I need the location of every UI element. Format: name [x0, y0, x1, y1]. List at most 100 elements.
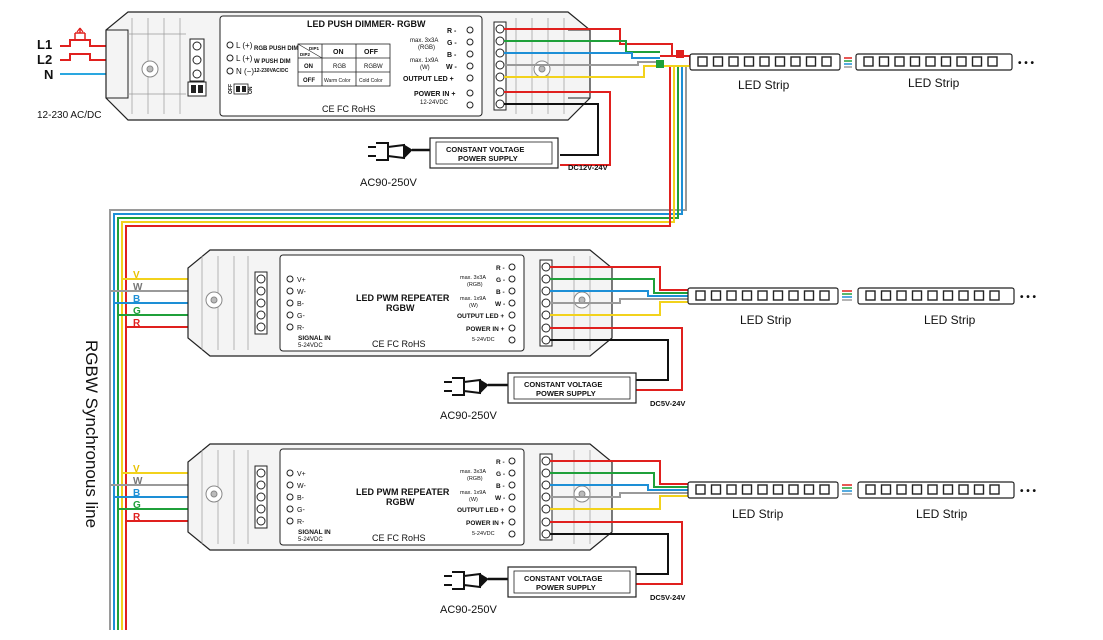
led-chip — [878, 56, 890, 67]
led-chip — [958, 290, 969, 301]
led-chip — [863, 56, 874, 67]
dimmer-out-w: W - — [446, 64, 458, 71]
led-chip — [757, 484, 768, 495]
dimmer-dip-table: DIP1 DIP2 ON OFF ON RGB RGBW OFF Warm Co… — [297, 43, 391, 87]
led-chip — [819, 484, 830, 495]
repeater-out-b: B - — [496, 289, 505, 296]
led-chip — [757, 290, 768, 301]
led-chip — [973, 290, 985, 301]
dip-switch-off: OFF — [228, 84, 234, 94]
dip-header: DIP1 — [309, 46, 320, 51]
rep2-psu-ac: AC90-250V — [440, 604, 498, 616]
repeater-rating-w: max. 1x9A — [460, 296, 486, 302]
dimmer-wire-g — [504, 40, 660, 53]
repeater-in-g: G- — [297, 313, 305, 320]
led-chip — [803, 484, 815, 495]
led-chip — [772, 484, 784, 495]
repeater-title1: LED PWM REPEATER — [356, 293, 450, 303]
led-chip — [942, 484, 954, 495]
dimmer-cert: CE FC RoHS — [322, 104, 376, 114]
dip-row1-label: ON — [304, 64, 313, 70]
sync-label-g: G — [133, 500, 141, 511]
led-chip — [788, 484, 799, 495]
led-chip — [695, 484, 706, 495]
repeater-power-range: 5-24VDC — [472, 531, 495, 537]
dimmer-rating-w-sub: (W) — [420, 65, 430, 71]
rep1-psu-dc: DC5V-24V — [650, 399, 685, 408]
led-chip — [741, 290, 753, 301]
led-strip-chips — [865, 290, 1000, 301]
repeater-in-w: W- — [297, 289, 306, 296]
dimmer-rating-w: max. 1x9A — [410, 58, 438, 64]
strips-row-2: • • • LED Strip LED Strip — [687, 287, 1037, 327]
repeater-out-g: G - — [496, 277, 505, 284]
repeater-in-v: V+ — [297, 277, 306, 284]
repeater-power-range: 5-24VDC — [472, 337, 495, 343]
repeater-cert: CE FC RoHS — [372, 339, 426, 349]
dimmer-rating-rgb: max. 3x3A — [410, 38, 438, 44]
led-chip — [971, 56, 983, 67]
led-chip — [726, 290, 737, 301]
dimmer-psu-plus — [504, 91, 611, 166]
repeater-output-led: OUTPUT LED + — [457, 507, 504, 514]
main-psu-dc: DC12V-24V — [568, 163, 608, 172]
repeater-power-in: POWER IN + — [466, 326, 505, 333]
dimmer-input-range: 12-230VAC/DC — [254, 68, 289, 74]
led-chip — [805, 56, 817, 67]
mains-l1-label: L1 — [37, 37, 52, 52]
strips-row-1: • • • LED Strip LED Strip — [689, 53, 1035, 92]
mains-voltage: 12-230 AC/DC — [37, 110, 101, 121]
dimmer-power-range: 12-24VDC — [420, 100, 449, 106]
strip-label-2a: LED Strip — [740, 313, 792, 327]
repeater-cert: CE FC RoHS — [372, 533, 426, 543]
rep1-psu-ac: AC90-250V — [440, 410, 498, 422]
repeater-out-w: W - — [495, 495, 505, 502]
sync-label-v: V — [133, 270, 140, 281]
dip-row2-off: Cold Color — [359, 78, 383, 84]
led-chip — [909, 56, 921, 67]
repeater-in-b: B- — [297, 495, 305, 502]
dimmer-in-n: N (−) — [236, 67, 254, 76]
led-chip — [774, 56, 786, 67]
led-chip — [821, 56, 832, 67]
sync-label-b: B — [133, 294, 140, 305]
sync-bus-white — [109, 66, 687, 630]
led-chip — [865, 290, 876, 301]
dip-row1-off: RGBW — [364, 64, 383, 70]
led-strip-chips — [865, 484, 1000, 495]
dimmer-inputs: L (+) L (+) N (−) RGB PUSH DIM W PUSH DI… — [226, 41, 298, 76]
dip-row2-on: Warm Color — [324, 78, 351, 84]
repeater-rating-w: max. 1x9A — [460, 490, 486, 496]
repeater-in-r: R- — [297, 325, 305, 332]
sync-label-w: W — [133, 282, 143, 293]
repeater-rating-rgb: max. 3x3A — [460, 275, 486, 281]
strip-connector-icon — [842, 290, 852, 301]
sync-label-g: G — [133, 306, 141, 317]
strip-label-3b: LED Strip — [916, 507, 968, 521]
sync-bus-blue — [113, 66, 683, 630]
led-chip — [697, 56, 708, 67]
sync-label-b: B — [133, 488, 140, 499]
rep2-psu-dc: DC5V-24V — [650, 593, 685, 602]
repeater-title2: RGBW — [386, 303, 415, 313]
mains-l2-label: L2 — [37, 52, 52, 67]
repeater-rating-rgb-sub: (RGB) — [467, 282, 483, 288]
dimmer-psu-minus — [504, 103, 599, 156]
dip-sub: DIP2 — [300, 52, 311, 57]
repeater-signal-range: 5-24VDC — [298, 537, 323, 543]
led-chip — [956, 56, 967, 67]
dimmer-out-b: B - — [447, 52, 457, 59]
led-chip — [803, 290, 815, 301]
rep1-psu-label2: POWER SUPPLY — [536, 389, 596, 398]
led-chip — [695, 290, 706, 301]
repeater-in-r: R- — [297, 519, 305, 526]
sync-label-r: R — [133, 318, 141, 329]
sync-tap-labels-1: V W B G R — [133, 270, 143, 329]
repeater-1-psu: CONSTANT VOLTAGE POWER SUPPLY AC90-250V … — [440, 372, 685, 422]
led-chip — [942, 290, 954, 301]
repeater-in-v: V+ — [297, 471, 306, 478]
dimmer-dip-switch[interactable] — [187, 81, 207, 97]
dip-switch-on: ON — [248, 86, 254, 94]
connector-green — [656, 60, 664, 68]
plug-icon — [368, 142, 405, 161]
